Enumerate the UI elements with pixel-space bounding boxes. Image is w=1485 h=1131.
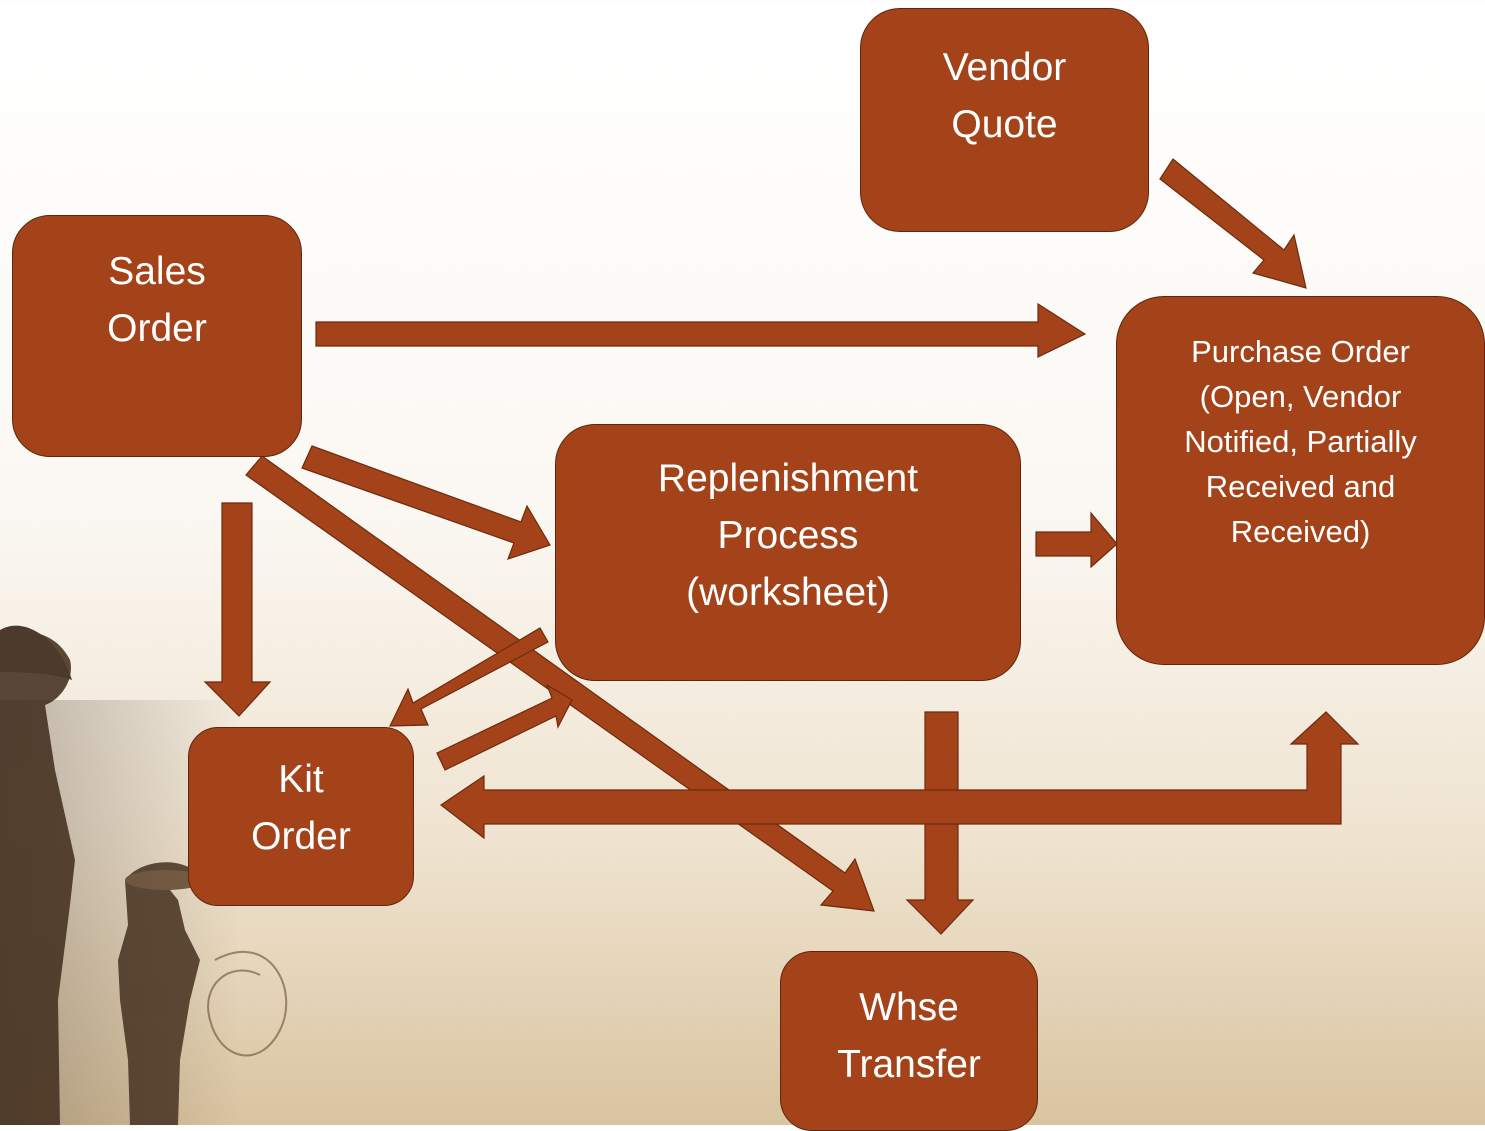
node-label: Kit (278, 758, 324, 801)
node-label: Order (107, 307, 207, 350)
node-label: (worksheet) (686, 571, 890, 614)
arrow-vendor-quote-to-purchase-order (1159, 158, 1307, 289)
arrow-sales-order-to-purchase-order (315, 302, 1087, 358)
arrow-sales-order-to-kit-order (203, 502, 272, 717)
arrow-kit-order-to-replenishment (436, 683, 573, 771)
node-label: Quote (951, 103, 1058, 146)
node-purchase-order: Purchase Order (Open, Vendor Notified, P… (1116, 296, 1485, 665)
arrow-replenishment-to-kit-order (389, 627, 549, 727)
node-label: Process (717, 514, 859, 557)
node-vendor-quote: Vendor Quote (860, 8, 1149, 232)
node-label: Transfer (837, 1043, 981, 1086)
node-label: Replenishment (657, 457, 919, 500)
node-label: Vendor (942, 46, 1067, 89)
node-label: Received) (1230, 514, 1371, 549)
node-label: Order (251, 815, 351, 858)
node-label: Received and (1205, 469, 1396, 504)
node-label: Whse (859, 986, 959, 1029)
arrow-replenishment-to-purchase-order (1035, 511, 1118, 569)
node-label: Purchase Order (1191, 334, 1410, 369)
node-sales-order: Sales Order (12, 215, 302, 457)
node-label: Notified, Partially (1184, 424, 1417, 459)
arrow-kit-order-to-purchase-order (439, 711, 1360, 840)
node-label: (Open, Vendor (1199, 379, 1402, 414)
node-label: Sales (108, 250, 206, 293)
node-replenishment-process: Replenishment Process (worksheet) (555, 424, 1021, 681)
node-whse-transfer: Whse Transfer (780, 951, 1038, 1131)
node-kit-order: Kit Order (188, 727, 414, 906)
arrow-sales-order-to-replenishment (301, 445, 551, 560)
